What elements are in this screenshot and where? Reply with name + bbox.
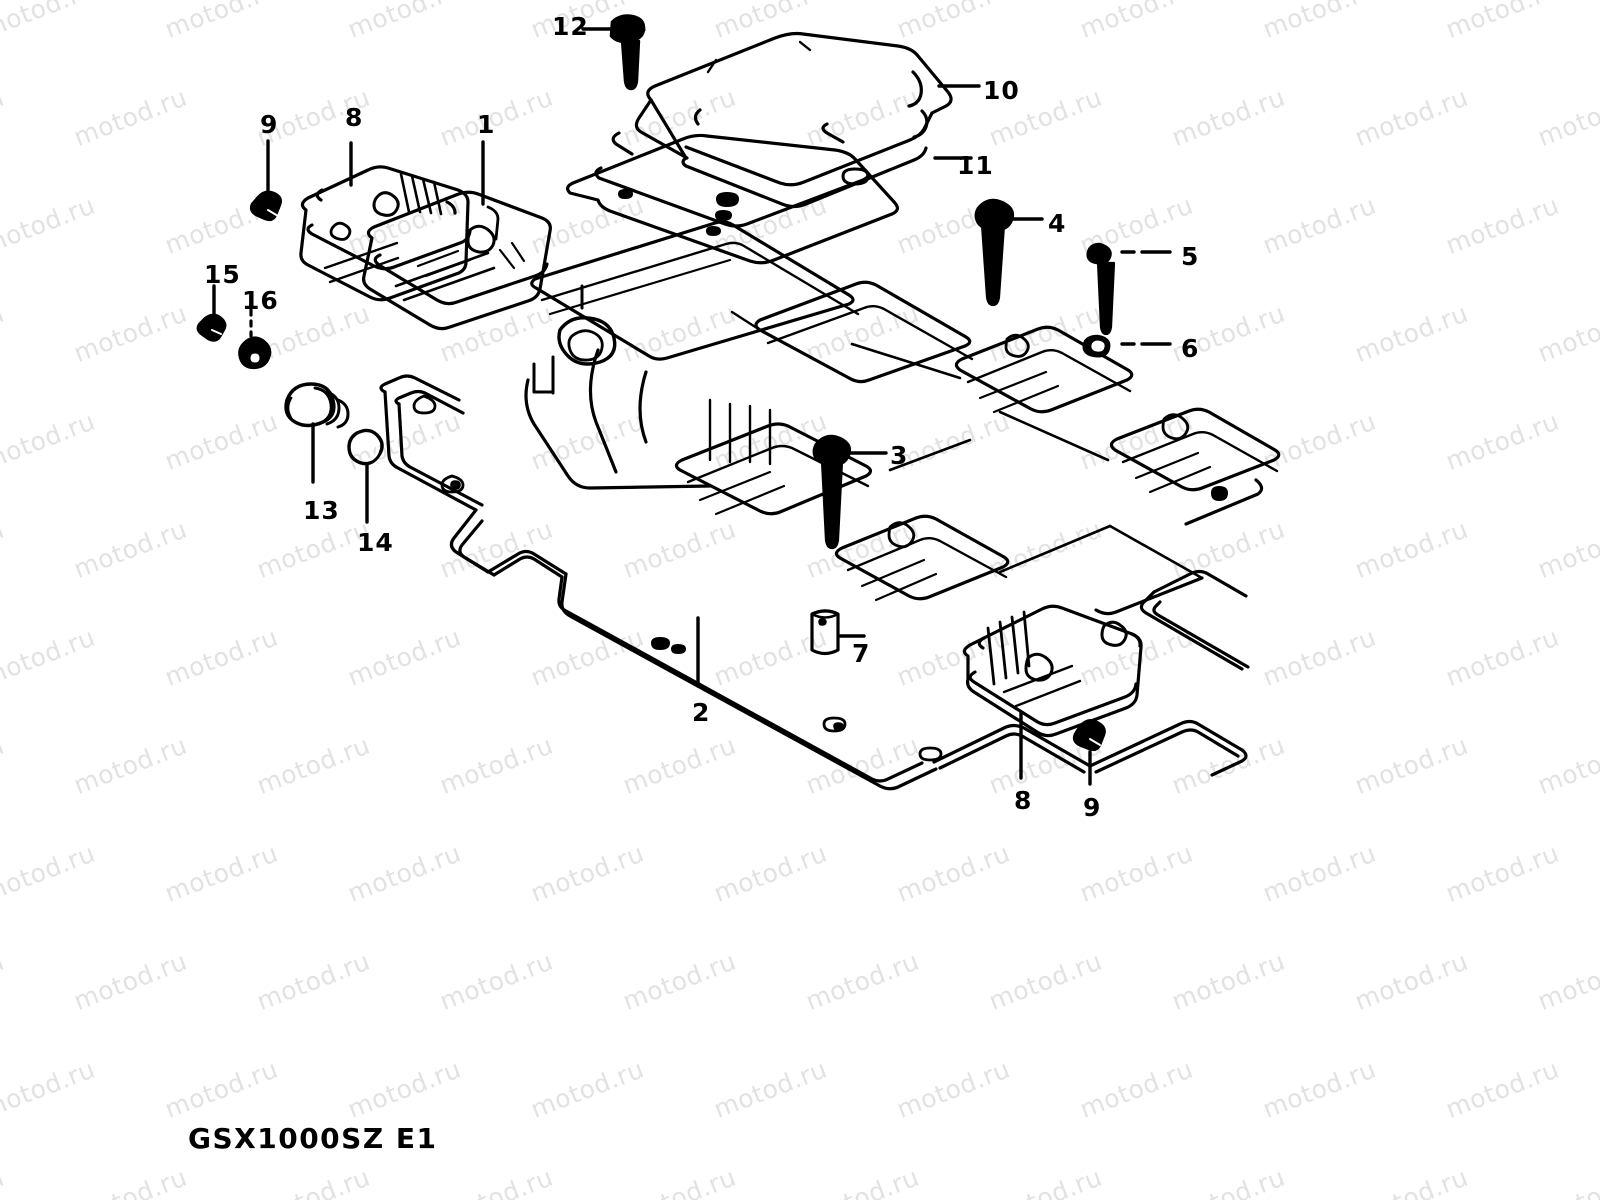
callout-15: 15: [204, 260, 241, 289]
part-clip-screw: [196, 284, 227, 342]
callout-2: 2: [692, 698, 711, 727]
part-end-cap-screw-bottom: [1072, 719, 1106, 786]
part-cover-bolt-long: [812, 434, 888, 550]
part-sealing-washer: [1082, 334, 1172, 358]
part-head-cover-gasket: [379, 374, 1250, 791]
callout-1: 1: [477, 110, 496, 139]
callout-8-bottom: 8: [1014, 786, 1033, 815]
part-filler-cap-o-ring: [347, 428, 384, 524]
part-breather-cover: [634, 31, 981, 209]
part-cover-bolt-short: [1086, 242, 1172, 336]
callout-13: 13: [303, 496, 340, 525]
callout-16: 16: [242, 286, 279, 315]
callout-10: 10: [983, 76, 1020, 105]
callout-4: 4: [1048, 209, 1067, 238]
part-cylinder-head-cover: [362, 140, 1281, 616]
part-end-cap-cover-right: [962, 604, 1143, 780]
model-code-label: GSX1000SZ E1: [188, 1122, 438, 1155]
callout-9-bottom: 9: [1083, 793, 1102, 822]
callout-8-top: 8: [345, 103, 364, 132]
part-oil-filler-cap: [284, 382, 350, 484]
callout-11: 11: [957, 151, 994, 180]
part-cover-bolt-flanged: [974, 198, 1044, 307]
part-breather-cover-bolt: [581, 14, 646, 91]
part-dowel-pin: [810, 609, 866, 656]
callout-3: 3: [890, 441, 909, 470]
callout-9-top: 9: [260, 110, 279, 139]
callout-14: 14: [357, 528, 394, 557]
callout-5: 5: [1181, 242, 1200, 271]
callout-7: 7: [852, 639, 871, 668]
part-end-cap-screw-top: [249, 139, 283, 223]
callout-12: 12: [552, 12, 589, 41]
part-grommet: [238, 308, 272, 370]
callout-6: 6: [1181, 334, 1200, 363]
part-breather-cover-gasket: [566, 122, 973, 265]
